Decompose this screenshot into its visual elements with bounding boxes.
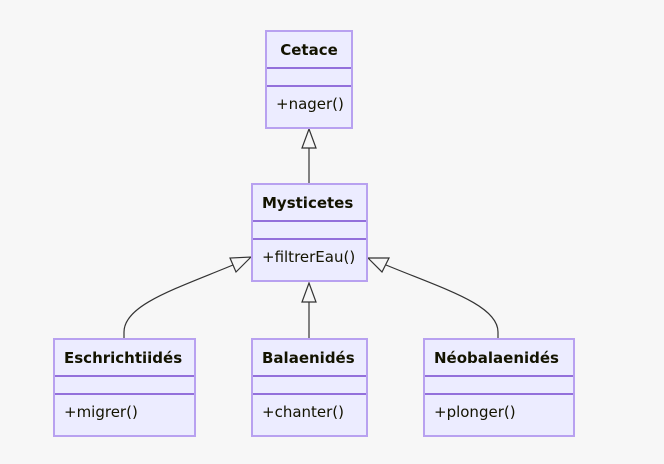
class-methods-section: +nager() bbox=[267, 87, 351, 127]
class-name-section: Néobalaenidés bbox=[425, 340, 573, 377]
edge-eschrichtiides-to-mysticetes bbox=[123, 256, 253, 338]
class-methods-section: +filtrerEau() bbox=[253, 240, 366, 280]
class-methods-section: +chanter() bbox=[253, 395, 366, 435]
class-attributes-section bbox=[253, 222, 366, 240]
class-method: +migrer() bbox=[64, 403, 138, 421]
class-name: Balaenidés bbox=[262, 349, 355, 367]
class-node-neobalaenides[interactable]: Néobalaenidés +plonger() bbox=[423, 338, 575, 437]
edge-mysticetes-to-cetace bbox=[301, 127, 317, 183]
class-name: Mysticetes bbox=[262, 194, 354, 212]
edge-neobalaenides-to-mysticetes bbox=[366, 257, 499, 338]
class-name: Néobalaenidés bbox=[434, 349, 559, 367]
class-method: +filtrerEau() bbox=[262, 248, 356, 266]
inheritance-arrowhead-icon bbox=[229, 256, 253, 274]
class-attributes-section bbox=[253, 377, 366, 395]
class-name-section: Cetace bbox=[267, 32, 351, 69]
class-node-eschrichtiides[interactable]: Eschrichtiidés +migrer() bbox=[53, 338, 196, 437]
class-method: +plonger() bbox=[434, 403, 516, 421]
class-method: +chanter() bbox=[262, 403, 345, 421]
class-attributes-section bbox=[425, 377, 573, 395]
class-methods-section: +migrer() bbox=[55, 395, 194, 435]
class-node-mysticetes[interactable]: Mysticetes +filtrerEau() bbox=[251, 183, 368, 282]
class-name-section: Eschrichtiidés bbox=[55, 340, 194, 377]
inheritance-arrowhead-icon bbox=[366, 257, 390, 274]
class-name-section: Mysticetes bbox=[253, 185, 366, 222]
edge-balaenides-to-mysticetes bbox=[301, 281, 317, 338]
class-attributes-section bbox=[55, 377, 194, 395]
class-node-balaenides[interactable]: Balaenidés +chanter() bbox=[251, 338, 368, 437]
edge-line bbox=[385, 264, 499, 338]
edge-line bbox=[123, 264, 234, 338]
class-method: +nager() bbox=[276, 95, 344, 113]
class-name: Eschrichtiidés bbox=[64, 349, 183, 367]
class-name: Cetace bbox=[280, 41, 338, 59]
class-node-cetace[interactable]: Cetace +nager() bbox=[265, 30, 353, 129]
class-attributes-section bbox=[267, 69, 351, 87]
inheritance-arrowhead-icon bbox=[301, 127, 317, 149]
class-name-section: Balaenidés bbox=[253, 340, 366, 377]
inheritance-arrowhead-icon bbox=[301, 281, 317, 303]
class-methods-section: +plonger() bbox=[425, 395, 573, 435]
